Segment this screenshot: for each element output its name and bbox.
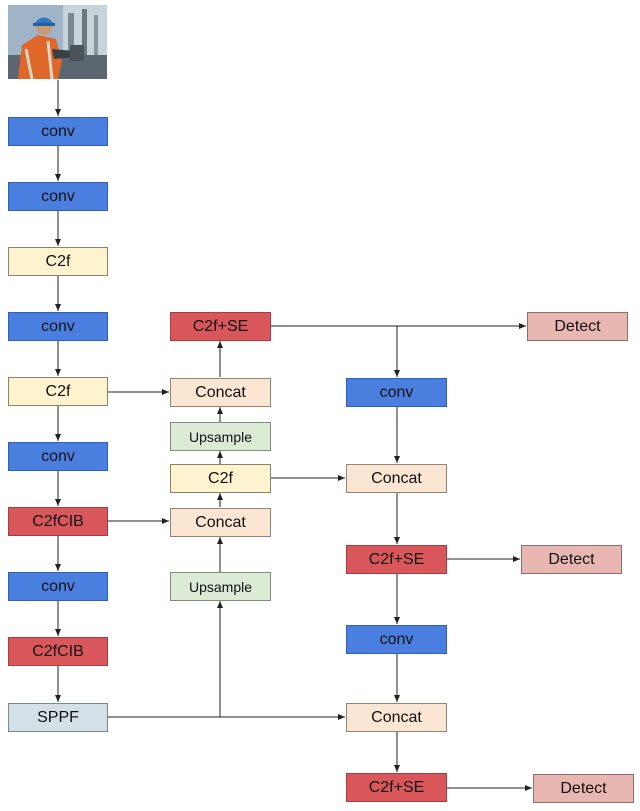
node-label: C2f+SE — [368, 550, 425, 568]
node-label: C2f — [45, 382, 71, 400]
head-c2fse-mid: C2f+SE — [346, 545, 447, 574]
neck-c2fse-top: C2f+SE — [170, 312, 271, 341]
head-concat-right-1: Concat — [346, 464, 447, 493]
node-label: Concat — [195, 513, 246, 531]
node-label: conv — [379, 630, 414, 648]
head-c2fse-bottom: C2f+SE — [346, 773, 447, 802]
backbone-conv-3: conv — [8, 312, 108, 341]
backbone-conv-5: conv — [8, 572, 108, 601]
neck-concat-mid-2: Concat — [170, 508, 271, 537]
backbone-c2f-1: C2f — [8, 247, 108, 276]
backbone-c2fcib-1: C2fCIB — [8, 507, 108, 536]
node-label: C2fCIB — [32, 512, 84, 530]
detect-head-1: Detect — [527, 312, 628, 341]
backbone-c2f-2: C2f — [8, 377, 108, 406]
backbone-sppf: SPPF — [8, 703, 108, 732]
node-label: conv — [379, 383, 414, 401]
head-conv-right-1: conv — [346, 378, 447, 407]
node-label: Detect — [554, 317, 601, 335]
node-label: conv — [41, 447, 75, 465]
backbone-conv-2: conv — [8, 182, 108, 211]
node-label: C2f — [45, 252, 71, 270]
backbone-conv-4: conv — [8, 442, 108, 471]
input-image — [8, 5, 107, 79]
neck-concat-mid-1: Concat — [170, 378, 271, 407]
backbone-c2fcib-2: C2fCIB — [8, 637, 108, 666]
node-label: Upsample — [188, 578, 253, 595]
node-label: Concat — [195, 383, 246, 401]
neck-upsample-2: Upsample — [170, 572, 271, 601]
node-label: Concat — [371, 469, 422, 487]
detect-head-3: Detect — [533, 774, 634, 803]
node-label: conv — [41, 187, 75, 205]
neck-upsample-1: Upsample — [170, 422, 271, 451]
node-label: Detect — [548, 550, 595, 568]
node-label: Detect — [560, 779, 607, 797]
head-concat-right-2: Concat — [346, 703, 447, 732]
backbone-conv-1: conv — [8, 117, 108, 146]
node-label: C2f+SE — [368, 778, 425, 796]
head-conv-right-2: conv — [346, 625, 447, 654]
node-label: conv — [41, 122, 75, 140]
node-label: conv — [41, 317, 75, 335]
neck-c2f-mid: C2f — [170, 464, 271, 493]
detect-head-2: Detect — [521, 545, 622, 574]
node-label: Upsample — [188, 428, 253, 445]
node-label: conv — [41, 577, 75, 595]
node-label: SPPF — [37, 708, 79, 726]
node-label: C2f+SE — [192, 317, 249, 335]
node-label: C2fCIB — [32, 642, 84, 660]
node-label: Concat — [371, 708, 422, 726]
node-label: C2f — [208, 469, 233, 487]
